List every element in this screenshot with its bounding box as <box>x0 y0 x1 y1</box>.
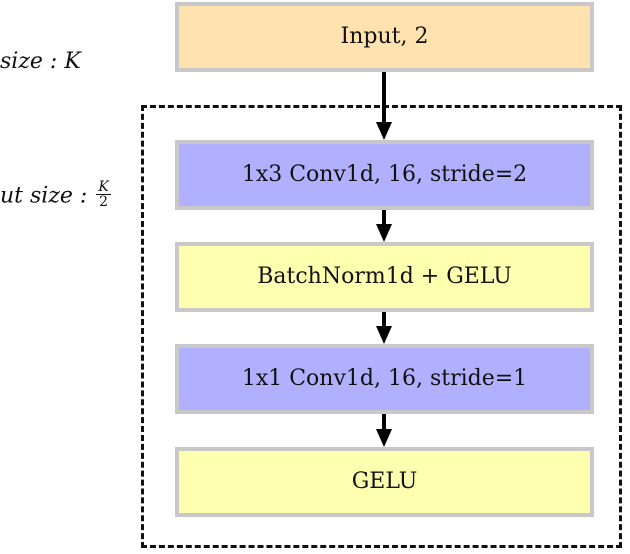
conv1d-stride1-block: 1x1 Conv1d, 16, stride=1 <box>175 344 594 414</box>
batchnorm-gelu-block: BatchNorm1d + GELU <box>175 242 594 312</box>
input-size-text: size : K <box>0 49 81 74</box>
output-size-text: ut size : <box>0 183 88 209</box>
output-size-label: ut size : K 2 <box>0 179 111 211</box>
batchnorm-gelu-label: BatchNorm1d + GELU <box>257 264 512 289</box>
fraction-denominator: 2 <box>99 194 109 210</box>
dashed-block-group <box>141 105 622 548</box>
input-size-label: size : K <box>0 49 81 74</box>
input-block-label: Input, 2 <box>340 24 429 49</box>
gelu-block-label: GELU <box>351 469 418 494</box>
conv1d-stride1-label: 1x1 Conv1d, 16, stride=1 <box>241 366 528 391</box>
conv1d-stride2-label: 1x3 Conv1d, 16, stride=2 <box>241 162 528 187</box>
gelu-block: GELU <box>175 447 594 517</box>
output-size-fraction: K 2 <box>96 179 111 210</box>
conv1d-stride2-block: 1x3 Conv1d, 16, stride=2 <box>175 140 594 210</box>
input-block: Input, 2 <box>175 2 594 72</box>
fraction-numerator: K <box>96 179 111 195</box>
